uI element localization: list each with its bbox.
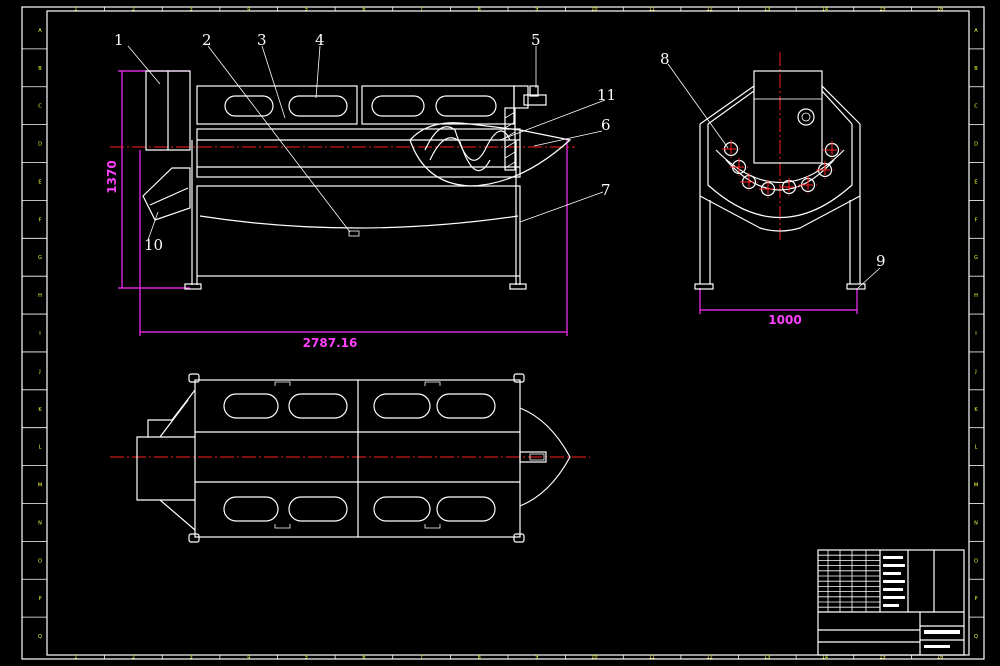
- border-number-bottom: 10: [591, 655, 597, 661]
- border-letter-right: D: [974, 142, 978, 148]
- border-letter-left: O: [38, 558, 42, 564]
- border-labels: 1122334455667788991010111112121313141415…: [38, 7, 979, 661]
- border-letter-left: M: [38, 483, 42, 489]
- brush-rollers: [722, 140, 841, 198]
- border-letter-left: A: [38, 28, 42, 34]
- border-letter-right: P: [974, 596, 977, 602]
- callout-8: 8: [660, 50, 670, 68]
- callout-1: 1: [114, 31, 124, 49]
- front-view: [110, 45, 606, 290]
- border-number-bottom: 8: [478, 655, 481, 661]
- border-number-bottom: 7: [420, 655, 423, 661]
- border-number-bottom: 1: [74, 655, 77, 661]
- length-dimension: 2787.16: [303, 336, 358, 350]
- top-view: [110, 373, 590, 543]
- callout-6: 6: [601, 116, 611, 134]
- border-number-top: 14: [822, 7, 828, 13]
- height-dimension: 1370: [105, 160, 119, 193]
- border-letter-right: A: [974, 28, 978, 34]
- callouts: 1 2 3 4 5 6 7 8 9 10 11: [114, 31, 886, 270]
- border-number-bottom: 15: [879, 655, 885, 661]
- callout-7: 7: [601, 181, 611, 199]
- border-number-top: 7: [420, 7, 423, 13]
- border-number-top: 8: [478, 7, 481, 13]
- border-letter-right: E: [974, 179, 977, 185]
- border-letter-right: N: [974, 520, 978, 526]
- dimensions: 1370 2787.16 1000: [105, 70, 858, 350]
- border-letter-left: L: [39, 445, 42, 451]
- border-number-bottom: 13: [764, 655, 770, 661]
- border-letter-left: D: [38, 142, 42, 148]
- border-letter-left: H: [38, 293, 42, 299]
- border-letter-left: K: [38, 407, 42, 413]
- border-number-bottom: 2: [132, 655, 135, 661]
- drawing-frame: 1122334455667788991010111112121313141415…: [21, 6, 985, 661]
- border-letter-right: I: [975, 331, 976, 337]
- callout-4: 4: [315, 31, 325, 49]
- callout-2: 2: [202, 31, 212, 49]
- border-letter-right: C: [974, 104, 978, 110]
- border-number-top: 10: [591, 7, 597, 13]
- side-view: [667, 52, 881, 290]
- border-number-bottom: 12: [707, 655, 713, 661]
- border-number-bottom: 5: [305, 655, 308, 661]
- border-number-top: 12: [707, 7, 713, 13]
- width-dimension: 1000: [768, 313, 801, 327]
- border-letter-right: L: [975, 445, 978, 451]
- border-letter-left: F: [39, 217, 42, 223]
- border-letter-right: J: [974, 369, 976, 375]
- callout-5: 5: [531, 31, 541, 49]
- border-letter-left: B: [38, 66, 42, 72]
- border-letter-left: N: [38, 520, 42, 526]
- border-letter-right: B: [974, 66, 978, 72]
- border-number-bottom: 4: [247, 655, 250, 661]
- border-letter-right: H: [974, 293, 978, 299]
- border-letter-left: Q: [38, 634, 42, 640]
- title-block: [817, 549, 965, 656]
- border-letter-left: P: [38, 596, 41, 602]
- callout-10: 10: [144, 236, 163, 254]
- border-number-top: 3: [189, 7, 192, 13]
- border-number-top: 13: [764, 7, 770, 13]
- border-number-top: 5: [305, 7, 308, 13]
- outer-border: [21, 6, 985, 660]
- border-letter-left: E: [38, 179, 41, 185]
- border-number-bottom: 9: [535, 655, 538, 661]
- border-number-top: 2: [132, 7, 135, 13]
- border-letter-left: C: [38, 104, 42, 110]
- border-letter-right: G: [974, 255, 978, 261]
- border-letter-right: F: [975, 217, 978, 223]
- border-letter-left: J: [38, 369, 40, 375]
- border-number-bottom: 16: [937, 655, 943, 661]
- border-letter-right: K: [974, 407, 978, 413]
- callout-3: 3: [257, 31, 267, 49]
- border-number-top: 16: [937, 7, 943, 13]
- border-number-top: 1: [74, 7, 77, 13]
- border-number-top: 15: [879, 7, 885, 13]
- border-number-top: 11: [649, 7, 655, 13]
- callout-11: 11: [597, 86, 616, 104]
- border-number-bottom: 3: [189, 655, 192, 661]
- border-letter-left: I: [39, 331, 40, 337]
- border-number-bottom: 14: [822, 655, 828, 661]
- border-number-bottom: 11: [649, 655, 655, 661]
- callout-9: 9: [876, 252, 886, 270]
- border-ticks: [22, 7, 984, 659]
- border-letter-left: G: [38, 255, 42, 261]
- border-letter-right: M: [974, 483, 978, 489]
- border-number-top: 4: [247, 7, 250, 13]
- border-letter-right: Q: [974, 634, 978, 640]
- border-number-bottom: 6: [362, 655, 365, 661]
- border-letter-right: O: [974, 558, 978, 564]
- border-number-top: 9: [535, 7, 538, 13]
- border-number-top: 6: [362, 7, 365, 13]
